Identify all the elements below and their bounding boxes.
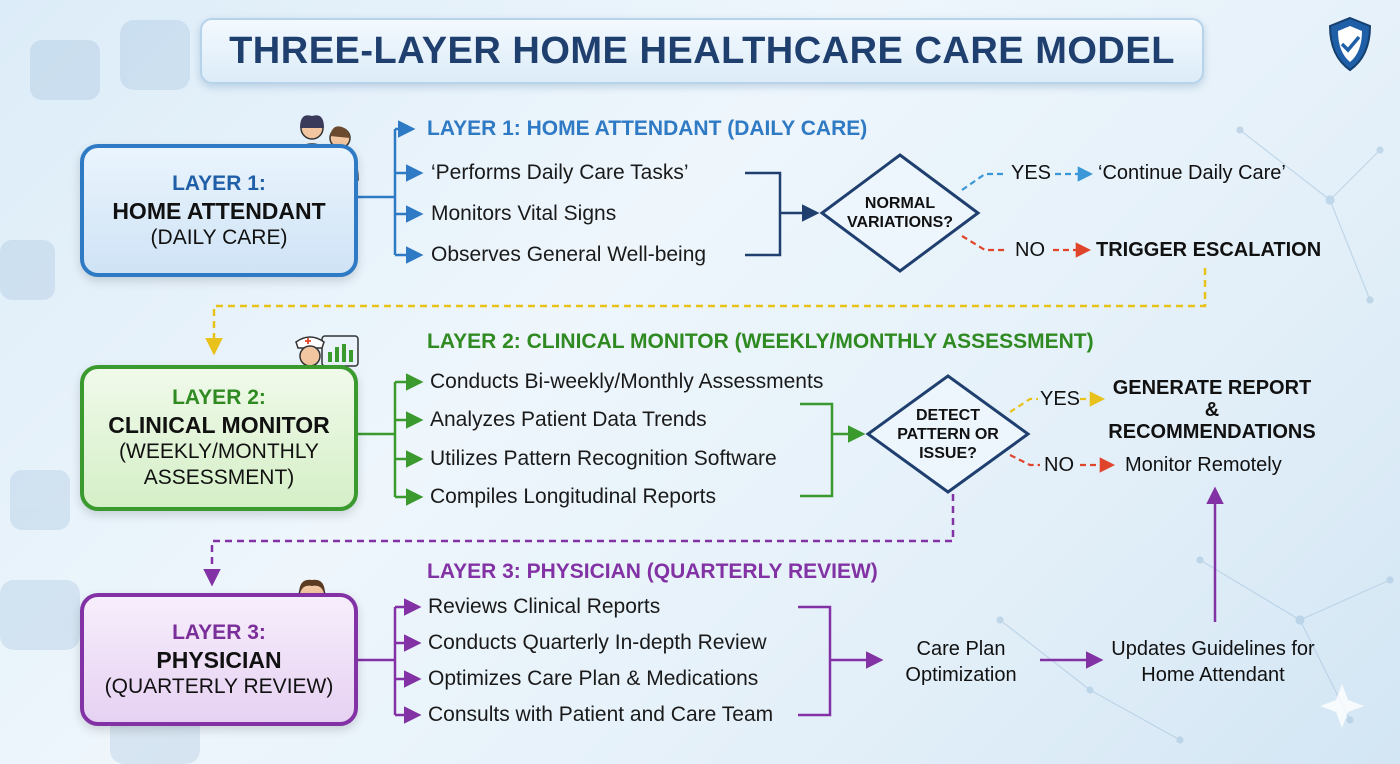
no-label-1: NO: [1015, 239, 1045, 261]
layer-1-connectors: [350, 120, 424, 264]
page-title: THREE-LAYER HOME HEALTHCARE CARE MODEL: [229, 29, 1175, 72]
review-connector: [203, 494, 955, 587]
layer-1-item: Observes General Well-being: [431, 243, 707, 266]
layer-3-item: Consults with Patient and Care Team: [428, 703, 774, 726]
sparkle-icon: [1320, 684, 1364, 728]
no-label-2: NO: [1044, 454, 1074, 476]
layer-2-bracket: [800, 402, 866, 498]
layer-3-label: LAYER 3:: [172, 620, 266, 644]
title-banner: THREE-LAYER HOME HEALTHCARE CARE MODEL: [200, 18, 1204, 84]
layer-3-box: LAYER 3: PHYSICIAN (QUARTERLY REVIEW): [80, 593, 358, 726]
care-plan-step: Care Plan Optimization: [905, 638, 1017, 686]
layer-1-heading: LAYER 1: HOME ATTENDANT (DAILY CARE): [427, 117, 868, 140]
layer-2-sub: (WEEKLY/MONTHLY ASSESSMENT): [119, 440, 319, 489]
shield-logo-icon: [1328, 16, 1372, 72]
layer-3-heading: LAYER 3: PHYSICIAN (QUARTERLY REVIEW): [427, 560, 878, 583]
updates-guidelines-step: Updates Guidelines for Home Attendant: [1111, 638, 1315, 686]
yes-outcome-1: ‘Continue Daily Care’: [1098, 162, 1286, 184]
bg-cross-icon: [120, 20, 190, 90]
no-outcome-2: Monitor Remotely: [1125, 454, 1282, 476]
layer-1-name: HOME ATTENDANT: [112, 197, 326, 224]
bg-tile-icon: [10, 470, 70, 530]
yes-connector-2: [1009, 397, 1038, 413]
yes-label-1: YES: [1011, 162, 1052, 184]
layer-2-item: Compiles Longitudinal Reports: [430, 485, 716, 508]
bg-medkit-icon: [30, 40, 100, 100]
layer-3-item: Reviews Clinical Reports: [428, 595, 661, 618]
decision-diamond-1: [819, 153, 981, 273]
escalation-connector: [205, 268, 1207, 356]
yes-label-2: YES: [1040, 388, 1081, 410]
decision-1-text: NORMAL VARIATIONS?: [846, 195, 954, 231]
layer-2-item: Utilizes Pattern Recognition Software: [430, 447, 777, 470]
layer-2-connectors: [350, 373, 424, 506]
layer-1-label: LAYER 1:: [172, 171, 266, 195]
layer-1-item: ‘Performs Daily Care Tasks’: [431, 161, 689, 184]
decision-2-text: DETECT PATTERN OR ISSUE?: [897, 407, 999, 462]
layer-1-box: LAYER 1: HOME ATTENDANT (DAILY CARE): [80, 144, 358, 277]
layer-3-sub: (QUARTERLY REVIEW): [104, 674, 334, 698]
layer-2-heading: LAYER 2: CLINICAL MONITOR (WEEKLY/MONTHL…: [427, 330, 1094, 353]
layer-1-sub: (DAILY CARE): [150, 225, 288, 249]
no-outcome-1: TRIGGER ESCALATION: [1096, 239, 1322, 261]
no-connector-1: [961, 235, 1008, 252]
layer-1-item: Monitors Vital Signs: [431, 202, 617, 225]
layer-3-connectors: [350, 598, 422, 724]
layer-1-bracket: [745, 171, 820, 257]
layer-3-bracket: [798, 486, 1224, 717]
layer-2-box: LAYER 2: CLINICAL MONITOR (WEEKLY/MONTHL…: [80, 365, 358, 511]
layer-3-item: Conducts Quarterly In-depth Review: [428, 631, 767, 654]
yes-outcome-2: GENERATE REPORT & RECOMMENDATIONS: [1108, 377, 1316, 443]
layer-3-item: Optimizes Care Plan & Medications: [428, 667, 759, 690]
decision-diamond-2: [865, 374, 1031, 494]
layer-2-item: Analyzes Patient Data Trends: [430, 408, 707, 431]
bg-clipboard-icon: [0, 580, 80, 650]
layer-2-item: Conducts Bi-weekly/Monthly Assessments: [430, 370, 824, 393]
layer-3-name: PHYSICIAN: [156, 646, 282, 673]
no-connector-2: [1009, 454, 1040, 467]
layer-2-label: LAYER 2:: [172, 386, 266, 409]
layer-2-name: CLINICAL MONITOR: [108, 412, 330, 438]
bg-medkit-icon-2: [0, 240, 55, 300]
yes-connector-1: [961, 172, 1006, 191]
